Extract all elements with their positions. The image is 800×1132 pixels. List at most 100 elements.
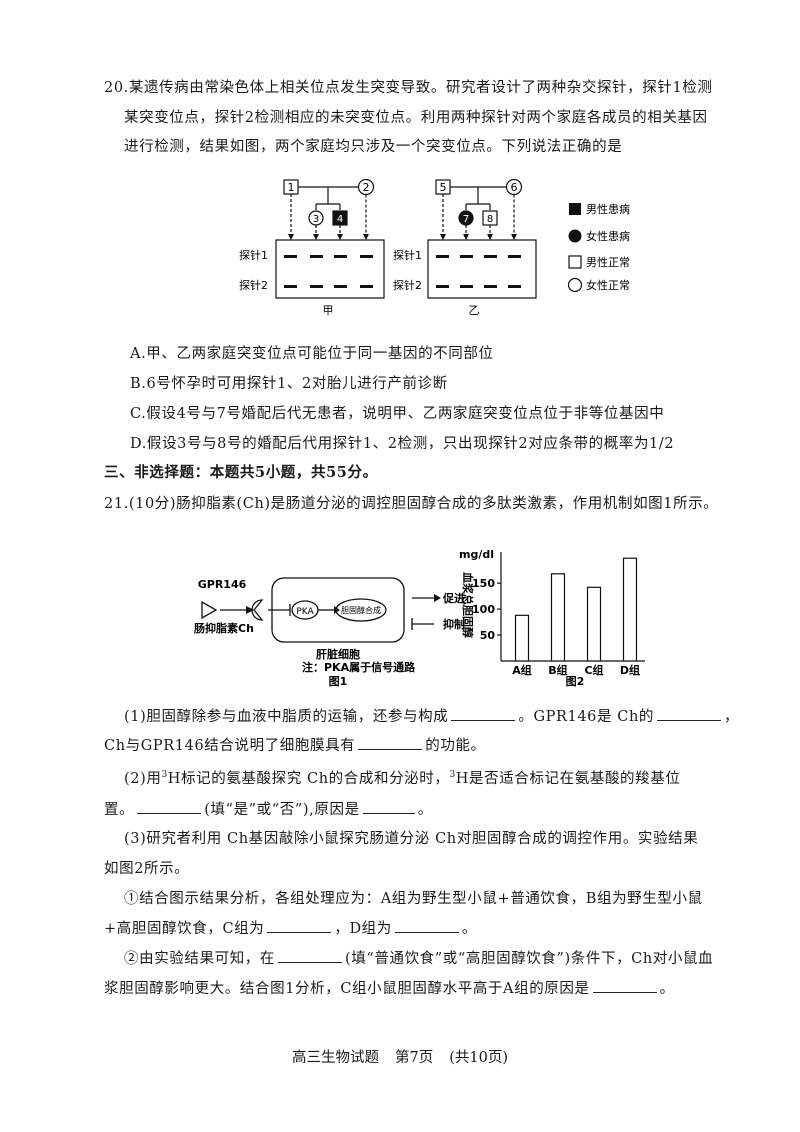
receptor-label: GPR146 [198, 578, 247, 591]
q21-part1-line2: Ch与GPR146结合说明了细胞膜具有 的功能。 [104, 735, 486, 756]
probe1-label-b: 探针1 [393, 248, 422, 262]
answer-blank-2[interactable] [657, 706, 722, 721]
section-3-heading: 三、非选择题：本题共5小题，共55分。 [104, 464, 378, 481]
fig2-bar [586, 586, 602, 662]
legend-female-normal-icon [567, 277, 583, 293]
fig2-y-tick-label: 100 [472, 603, 495, 616]
page-footer: 高三生物试题第7页 (共10页) [0, 1046, 800, 1067]
legend-female-affected: 女性患病 [586, 229, 630, 243]
q21-p1-text-a: (1)胆固醇除参与血液中脂质的运输，还参与构成 [124, 709, 449, 725]
q21-p3-text-g: ②由实验结果可知，在 [124, 951, 275, 967]
fig2-category-label: C组 [584, 663, 603, 677]
q20-stem-line-3: 进行检测，结果如图，两个家庭均只涉及一个突变位点。下列说法正确的是 [124, 139, 623, 155]
q21-p3-text-f: 。 [461, 921, 477, 937]
q20-option-a: A.甲、乙两家庭突变位点可能位于同一基因的不同部位 [130, 346, 494, 362]
fig2-bar [622, 557, 638, 662]
probe2-label-b: 探针2 [393, 278, 422, 292]
q21-intro: 21.(10分)肠抑脂素(Ch)是肠道分泌的调控胆固醇合成的多肽类激素，作用机制… [104, 496, 719, 512]
fig1-caption: 图1 [329, 675, 348, 688]
hormone-label: 肠抑脂素Ch [194, 621, 254, 635]
pka-label: PKA [296, 607, 314, 617]
q21-part3-line6: 浆胆固醇影响更大。结合图1分析，C组小鼠胆固醇水平高于A组的原因是 。 [104, 978, 675, 999]
answer-blank-1[interactable] [451, 706, 516, 721]
cell-label: 肝脏细胞 [316, 647, 360, 661]
q21-part3-line1: (3)研究者利用 Ch基因敲除小鼠探究肠道分泌 Ch对胆固醇合成的调控作用。实验… [124, 831, 699, 847]
q21-p1-text-d: Ch与GPR146结合说明了细胞膜具有 [104, 738, 356, 754]
q21-p3-text-h: (填“普通饮食”或“高胆固醇饮食”)条件下，Ch对小鼠血 [345, 951, 714, 967]
q21-p2-text-c: H是否适合标记在氨基酸的羧基位 [455, 771, 681, 787]
fig2-bar [514, 614, 530, 662]
q21-p2-text-e: (填“是”或“否”),原因是 [204, 802, 360, 818]
answer-blank-6[interactable] [267, 918, 332, 933]
answer-blank-4[interactable] [137, 799, 202, 814]
footer-total-pages: (共10页) [449, 1050, 508, 1066]
family-b-label: 乙 [469, 304, 480, 317]
q21-p3-text-i: 浆胆固醇影响更大。结合图1分析，C组小鼠胆固醇水平高于A组的原因是 [104, 981, 590, 997]
answer-blank-7[interactable] [394, 918, 459, 933]
member-4: 4 [337, 214, 343, 225]
fig2-category-label: B组 [548, 663, 567, 677]
fig2-ylabel: 血浆总胆固醇 [461, 572, 475, 638]
member-1: 1 [288, 181, 295, 194]
q21-part3-line4: +高胆固醇饮食，C组为 ，D组为 。 [104, 918, 477, 939]
figure-1-mechanism: GPR146 肠抑脂素Ch PKA 胆固醇合成 促进 抑制 肝脏细胞 注：PKA… [194, 577, 465, 688]
fig2-caption: 图2 [566, 675, 585, 688]
pedigree-probe-figure: 1 2 3 4 5 6 7 8 探针1 探针2 探针1 探针2 甲 乙 男性患病… [239, 178, 630, 317]
q21-p3-text-d: +高胆固醇饮食，C组为 [104, 921, 265, 937]
member-7: 7 [463, 214, 469, 225]
member-6: 6 [511, 181, 518, 194]
q21-p3-text-e: ，D组为 [334, 921, 392, 937]
q21-part3-line5: ②由实验结果可知，在 (填“普通饮食”或“高胆固醇饮食”)条件下，Ch对小鼠血 [124, 948, 713, 969]
legend-male-affected: 男性患病 [586, 202, 630, 216]
fig2-bar [550, 573, 566, 662]
fig2-y-tick-label: 50 [480, 629, 496, 642]
q21-part3-line2: 如图2所示。 [104, 861, 190, 877]
q20-option-d: D.假设3号与8号的婚配后代用探针1、2检测，只出现探针2对应条带的概率为1/2 [130, 436, 675, 452]
probe2-label-a: 探针2 [239, 278, 268, 292]
member-3: 3 [313, 214, 319, 225]
q20-option-c: C.假设4号与7号婚配后代无患者，说明甲、乙两家庭突变位点位于非等位基因中 [130, 406, 665, 422]
q21-p1-text-e: 的功能。 [425, 738, 486, 754]
legend-female-normal: 女性正常 [586, 278, 630, 292]
synthesis-label: 胆固醇合成 [341, 605, 381, 615]
answer-blank-8[interactable] [278, 948, 342, 963]
q21-p2-text-f: 。 [417, 802, 433, 818]
member-5: 5 [440, 181, 447, 194]
member-2: 2 [363, 181, 370, 194]
q21-part2-line2: 置。 (填“是”或“否”),原因是 。 [104, 799, 433, 820]
answer-blank-3[interactable] [358, 735, 423, 750]
member-8: 8 [487, 214, 493, 225]
inhibit-label: 抑制 [443, 617, 465, 631]
q21-p1-text-b: 。GPR146是 Ch的 [518, 709, 655, 725]
q21-p3-text-j: 。 [659, 981, 675, 997]
q21-part3-line3: ①结合图示结果分析，各组处理应为：A组为野生型小鼠+普通饮食，B组为野生型小鼠 [124, 891, 703, 907]
q21-part1-line1: (1)胆固醇除参与血液中脂质的运输，还参与构成 。GPR146是 Ch的 ， [124, 706, 739, 727]
legend-female-affected-icon [568, 229, 582, 243]
fig2-category-label: D组 [620, 663, 640, 677]
q20-stem-line-1: 20.某遗传病由常染色体上相关位点发生突变导致。研究者设计了两种杂交探针，探针1… [104, 80, 713, 96]
fig2-y-tick-label: 150 [472, 577, 495, 590]
q21-p2-sup-2: 3 [449, 770, 456, 781]
legend-male-affected-icon [569, 203, 581, 215]
answer-blank-5[interactable] [362, 799, 415, 814]
fig2-unit: mg/dl [459, 548, 494, 561]
fig1-note: 注：PKA属于信号通路 [302, 660, 416, 674]
probe1-label-a: 探针1 [239, 248, 268, 262]
q21-part2-line1: (2)用3H标记的氨基酸探究 Ch的合成和分泌时，3H是否适合标记在氨基酸的羧基… [124, 769, 680, 789]
q21-p2-text-b: H标记的氨基酸探究 Ch的合成和分泌时， [167, 771, 450, 787]
q21-p2-text-a: (2)用 [124, 771, 162, 787]
q20-stem-line-2: 某突变位点，探针2检测相应的未突变位点。利用两种探针对两个家庭各成员的相关基因 [124, 110, 708, 126]
fig2-category-label: A组 [512, 663, 532, 677]
family-a-label: 甲 [323, 304, 334, 317]
q21-p2-text-d: 置。 [104, 802, 135, 818]
answer-blank-9[interactable] [592, 978, 657, 993]
q21-p1-text-c: ， [724, 709, 740, 725]
q20-option-b: B.6号怀孕时可用探针1、2对胎儿进行产前诊断 [130, 376, 448, 392]
footer-page-number: 第7页 [395, 1050, 434, 1066]
footer-subject: 高三生物试题 [292, 1050, 379, 1066]
legend-male-normal-icon [568, 255, 582, 269]
q21-p2-sup-1: 3 [161, 770, 168, 781]
promote-label: 促进 [442, 591, 465, 605]
legend-male-normal: 男性正常 [586, 255, 630, 269]
